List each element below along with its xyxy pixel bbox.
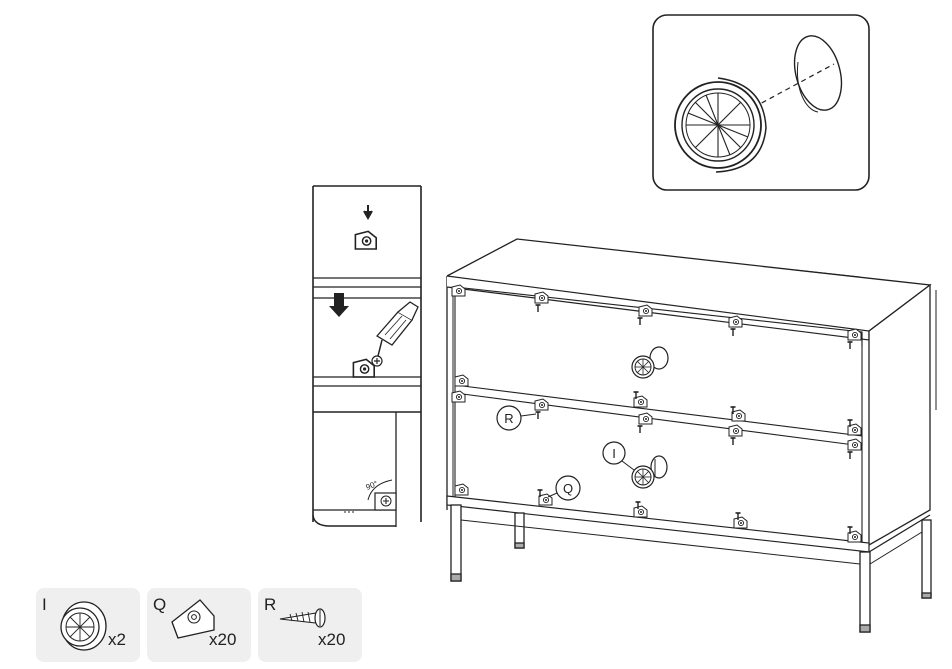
cabinet-grommet-lower: [631, 455, 668, 489]
down-arrow-icon: [329, 293, 349, 317]
cabinet-grommet-upper: [631, 346, 669, 379]
svg-text:I: I: [42, 595, 47, 614]
svg-text:x20: x20: [209, 630, 236, 649]
bracket-placement-icon: [354, 230, 378, 250]
svg-text:x20: x20: [318, 630, 345, 649]
angle-label: 90°: [365, 479, 380, 492]
callout-r: R: [496, 405, 537, 431]
zoom-panel-grommet: [652, 14, 870, 191]
svg-text:x2: x2: [108, 630, 126, 649]
part-r-card: R x20: [258, 588, 362, 662]
svg-text:Q: Q: [153, 595, 166, 614]
grommet-icon: [60, 601, 107, 651]
part-i-card: I x2: [36, 588, 140, 662]
svg-text:R: R: [264, 595, 276, 614]
svg-text:Q: Q: [563, 481, 573, 496]
svg-text:I: I: [612, 446, 616, 461]
grommet-slits: [686, 93, 750, 157]
corner-bracket-icon: [171, 599, 215, 639]
bracket-screwed-icon: [352, 358, 376, 378]
screw-icon: [279, 608, 326, 628]
screwdriver-icon: [375, 301, 419, 357]
cabinet-back-view: R I Q: [446, 238, 937, 633]
callout-q: Q: [547, 475, 581, 501]
callout-i: I: [602, 441, 635, 471]
part-q-card: Q x20: [147, 588, 251, 662]
parts-list: I x2 Q x20: [36, 588, 362, 662]
step-detail-panel: 90°: [312, 185, 422, 527]
svg-text:R: R: [504, 411, 513, 426]
